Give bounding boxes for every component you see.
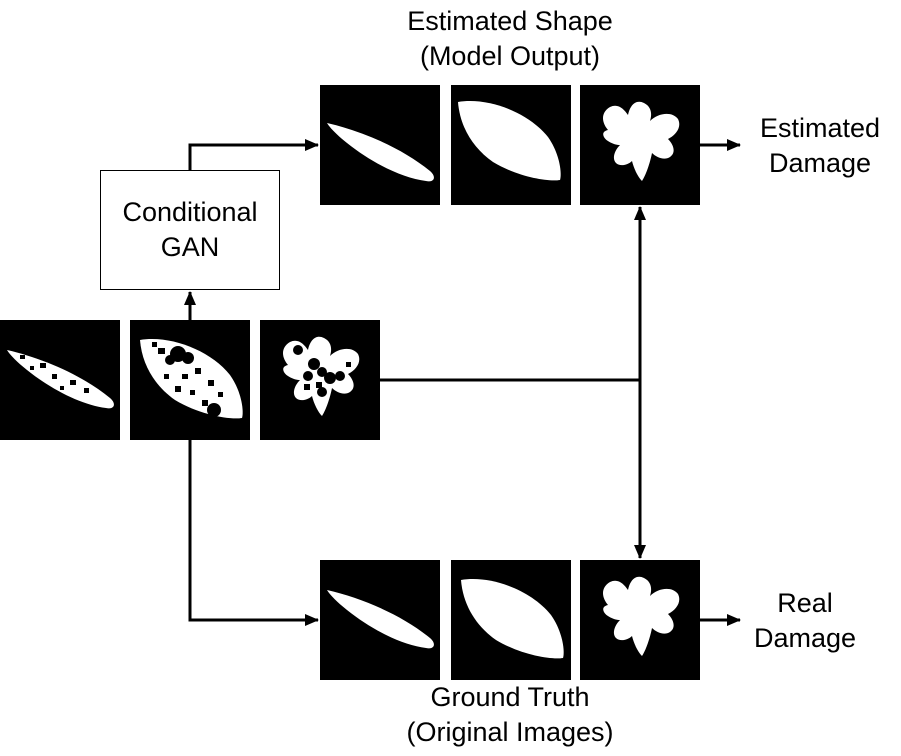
- estimated-shape-line2: (Model Output): [419, 41, 601, 71]
- arrow-gan-to-estimated: [188, 139, 319, 170]
- estimated-damage-line1: Estimated: [759, 113, 881, 143]
- real-damage-label: Real Damage: [730, 586, 880, 656]
- conditional-gan-box: Conditional GAN: [100, 170, 280, 290]
- ground-truth-label: Ground Truth (Original Images): [360, 680, 660, 750]
- ground-truth-tile-2: [451, 560, 571, 680]
- estimated-damage-label: Estimated Damage: [745, 111, 895, 181]
- estimated-tile-2: [451, 85, 571, 205]
- estimated-tile-1: [320, 85, 440, 205]
- input-tile-3: [260, 320, 380, 440]
- estimated-tile-3: [580, 85, 700, 205]
- estimated-shape-label: Estimated Shape (Model Output): [360, 4, 660, 74]
- real-damage-line2: Damage: [753, 623, 857, 653]
- gan-label-line1: Conditional: [122, 197, 258, 227]
- estimated-damage-line2: Damage: [768, 148, 872, 178]
- ground-truth-line1: Ground Truth: [430, 682, 590, 712]
- real-damage-line1: Real: [777, 588, 833, 618]
- input-tile-2: [130, 320, 250, 440]
- ground-truth-tile-1: [320, 560, 440, 680]
- input-tile-1: [0, 320, 120, 440]
- estimated-shape-line1: Estimated Shape: [407, 6, 613, 36]
- arrow-input-to-ground-truth: [188, 440, 319, 626]
- gan-label-line2: GAN: [160, 232, 220, 262]
- ground-truth-line2: (Original Images): [406, 717, 614, 747]
- ground-truth-tile-3: [580, 560, 700, 680]
